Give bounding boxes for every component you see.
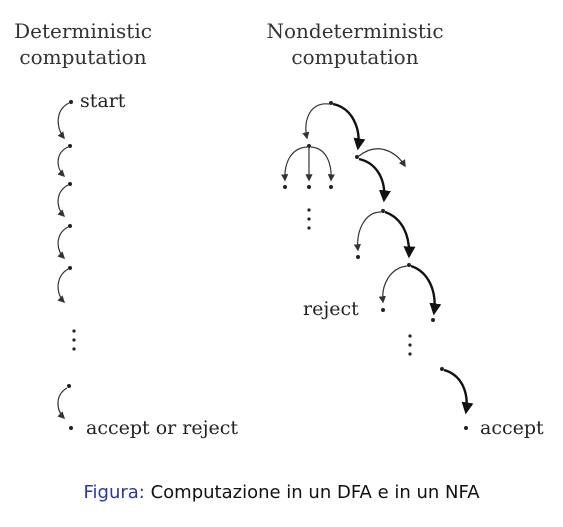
det-node-3 (68, 224, 72, 228)
nd-left-node (307, 144, 311, 148)
det-step-arrow-2 (57, 146, 69, 178)
nd-side-branch (358, 148, 406, 168)
nd-left-leaf-1 (283, 185, 287, 189)
det-node-4 (68, 266, 72, 270)
deterministic-title-line2: computation (19, 45, 146, 69)
nd-branch-right-accepting (332, 102, 366, 151)
deterministic-title-line1: Deterministic (14, 19, 152, 43)
nd-path-node-penultimate (440, 367, 444, 371)
nd-reject-node (381, 308, 385, 312)
nd-path-node-4 (431, 318, 435, 322)
det-node-2 (68, 182, 72, 186)
nd-path-arrow-2 (358, 157, 391, 203)
nd-reject-label: reject (303, 298, 359, 320)
nd-path-node-3 (407, 263, 411, 267)
det-step-arrow-4 (57, 226, 69, 260)
det-node-penultimate (67, 384, 71, 388)
nd-left-child-3 (310, 146, 335, 182)
det-step-arrow-5 (57, 268, 69, 304)
det-step-arrow-3 (57, 184, 69, 218)
nd-level2-left (353, 211, 382, 252)
nondeterministic-panel: Nondeterministic computation (266, 19, 544, 439)
det-step-arrow-1 (57, 102, 70, 140)
nd-path-arrow-3 (384, 210, 416, 259)
det-step-arrow-final (57, 387, 68, 420)
nd-accept-node (464, 426, 468, 430)
nd-level2-leaf (356, 255, 360, 259)
nd-left-leaf-2 (307, 185, 311, 189)
nd-branch-left (302, 103, 330, 140)
nd-reject-branch (378, 265, 408, 304)
nondeterministic-title-line2: computation (291, 45, 418, 69)
det-end-label: accept or reject (86, 417, 238, 439)
figure-caption: Figura: Computazione in un DFA e in un N… (0, 482, 563, 503)
caption-text: Computazione in un DFA e in un NFA (150, 482, 480, 503)
deterministic-panel: Deterministic computation start accept o… (14, 19, 238, 439)
nd-left-child-1 (281, 146, 308, 182)
start-node (69, 100, 73, 104)
nd-accept-label: accept (480, 417, 544, 439)
nd-path-node-1 (355, 155, 359, 159)
nd-root-node (329, 101, 333, 105)
nd-left-ellipsis (307, 208, 311, 230)
nd-path-arrow-final (443, 368, 474, 415)
start-label: start (80, 90, 126, 112)
nd-path-node-2 (381, 209, 385, 213)
det-end-node (69, 426, 73, 430)
det-ellipsis (72, 329, 76, 351)
nd-path-ellipsis (408, 334, 412, 356)
nd-left-leaf-3 (329, 185, 333, 189)
caption-prefix: Figura: (83, 482, 145, 503)
det-node-1 (68, 144, 72, 148)
nondeterministic-title-line1: Nondeterministic (266, 19, 443, 43)
nd-path-arrow-4 (410, 264, 442, 316)
